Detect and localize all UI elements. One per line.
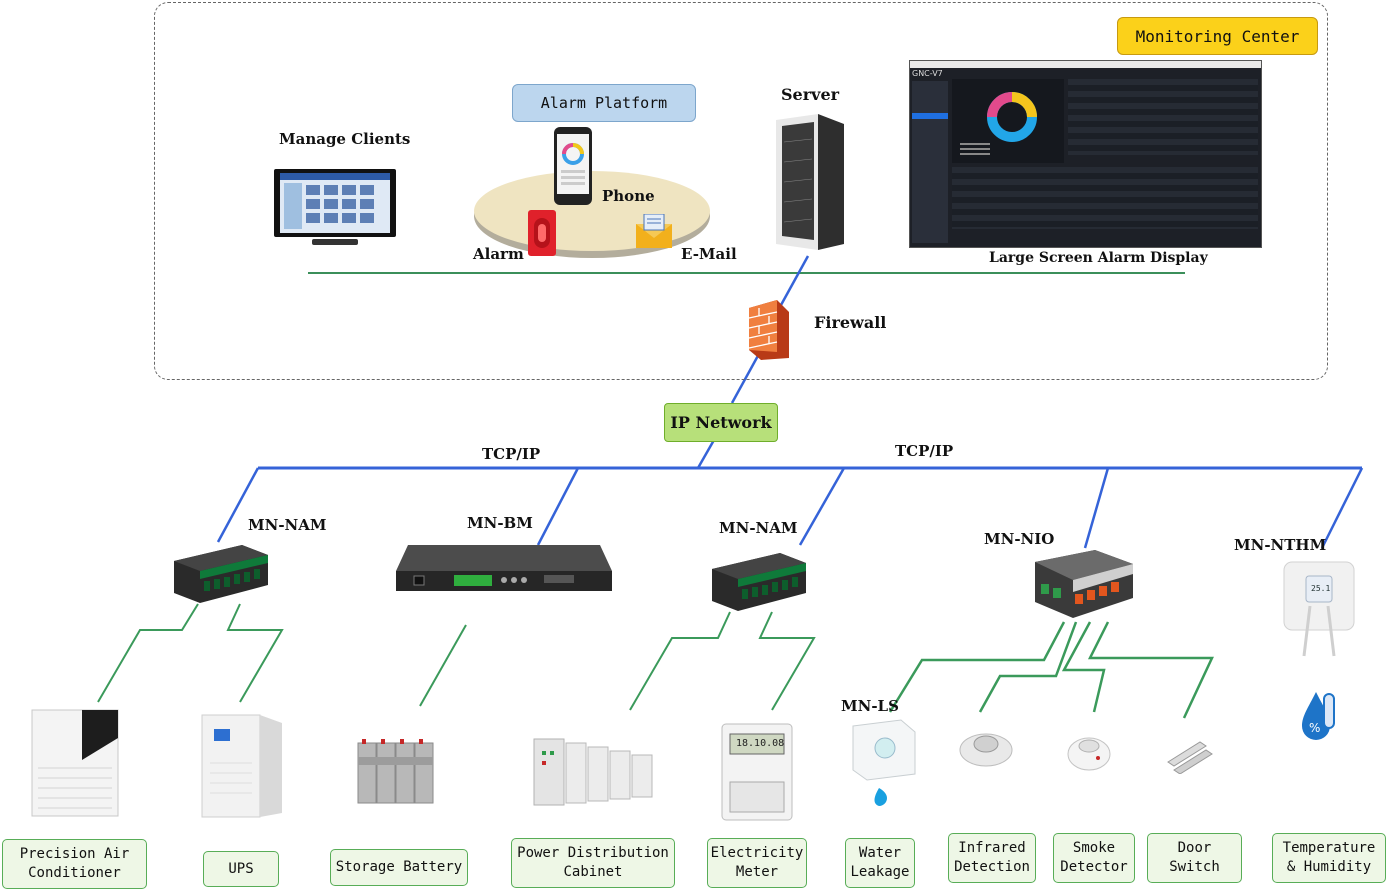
ups-unit	[200, 713, 284, 819]
mn-bm-device	[394, 545, 614, 593]
device-label-storage-battery: Storage Battery	[330, 849, 468, 886]
storage-battery-unit	[356, 737, 436, 807]
infrared-detector-unit	[958, 724, 1014, 768]
smoke-detector-unit	[1066, 732, 1112, 772]
power-distribution-cabinet-unit	[532, 737, 656, 807]
module-label-nam-2: MN-NAM	[719, 519, 798, 537]
firewall-label: Firewall	[814, 313, 887, 332]
mn-nam-2-device	[710, 551, 808, 613]
device-label-precision-air-conditioner: Precision Air Conditioner	[2, 839, 147, 889]
large-screen-app-title: GNC-V7	[912, 69, 943, 78]
device-label-temperature-humidity: Temperature & Humidity	[1272, 833, 1386, 883]
mn-nthm-device: 25.1	[1280, 560, 1358, 660]
module-label-bm: MN-BM	[467, 514, 533, 532]
monitoring-center-title: Monitoring Center	[1117, 17, 1318, 55]
alarm-siren-icon	[528, 210, 556, 256]
alarm-label: Alarm	[473, 245, 524, 263]
large-screen-display: GNC-V7	[909, 60, 1262, 248]
email-label: E-Mail	[681, 245, 737, 263]
device-label-infrared-detection: Infrared Detection	[948, 833, 1036, 883]
email-icon	[634, 213, 674, 250]
firewall-icon	[747, 300, 791, 360]
precision-air-conditioner-unit	[30, 708, 120, 820]
large-screen-label: Large Screen Alarm Display	[989, 250, 1208, 266]
device-label-electricity-meter: Electricity Meter	[707, 838, 807, 888]
meter-display-reading: 18.10.08	[736, 738, 785, 749]
server-label: Server	[781, 85, 840, 104]
large-screen-table-top	[1068, 79, 1258, 155]
ip-network-box: IP Network	[664, 403, 778, 442]
device-label-water-leakage: Water Leakage	[845, 838, 915, 888]
temperature-humidity-icon: %	[1300, 690, 1338, 742]
device-label-smoke-detector: Smoke Detector	[1053, 833, 1135, 883]
door-switch-unit	[1166, 734, 1214, 775]
monitoring-center-frame	[154, 2, 1328, 380]
mn-nam-1-device	[172, 543, 270, 605]
module-label-nio: MN-NIO	[984, 530, 1055, 548]
module-label-ls: MN-LS	[841, 697, 899, 715]
large-screen-sidebar	[912, 81, 948, 243]
phone-icon	[553, 126, 593, 206]
device-label-power-distribution-cabinet: Power Distribution Cabinet	[511, 838, 675, 888]
svg-text:%: %	[1309, 721, 1320, 735]
water-leakage-unit	[851, 718, 917, 808]
mn-nio-device	[1033, 548, 1135, 620]
tcp-ip-label-left: TCP/IP	[482, 445, 541, 463]
phone-label: Phone	[602, 187, 655, 205]
manage-clients-monitor-icon	[272, 167, 398, 247]
tcp-ip-label-right: TCP/IP	[895, 442, 954, 460]
large-screen-donut-panel	[952, 79, 1064, 163]
electricity-meter-unit: 18.10.08	[720, 722, 794, 822]
nthm-display-reading: 25.1	[1311, 584, 1331, 593]
large-screen-table-bottom	[952, 167, 1258, 229]
device-label-ups: UPS	[203, 851, 279, 887]
module-label-nam-1: MN-NAM	[248, 516, 327, 534]
module-label-nthm: MN-NTHM	[1234, 536, 1327, 554]
device-label-door-switch: Door Switch	[1147, 833, 1242, 883]
server-rack-icon	[774, 112, 846, 252]
manage-clients-label: Manage Clients	[279, 130, 411, 148]
alarm-platform-title: Alarm Platform	[512, 84, 696, 122]
